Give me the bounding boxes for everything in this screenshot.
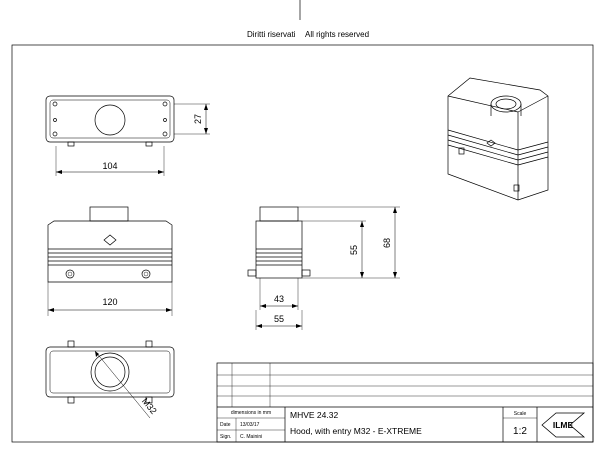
units-note: dimensions in mm: [231, 410, 271, 416]
entry-view: [45, 340, 175, 419]
sign-value: C. Mainini: [240, 434, 262, 440]
dim-top-height: 27: [193, 114, 203, 124]
scale-label: Scale: [514, 411, 527, 417]
sign-label: Sign.: [220, 434, 231, 440]
dim-side-height-inner: 55: [349, 245, 359, 255]
dim-entry-label: M32: [140, 396, 159, 416]
logo-text: ILME: [553, 420, 574, 430]
rights-reserved-italian: Diritti riservati: [247, 30, 296, 39]
front-view: [47, 206, 173, 316]
dim-side-height-outer: 68: [382, 238, 392, 248]
date-label: Date: [220, 422, 231, 428]
part-description: Hood, with entry M32 - E-XTREME: [290, 426, 422, 436]
part-number: MHVE 24.32: [290, 410, 338, 420]
dim-side-outer-width: 55: [274, 314, 284, 324]
dim-front-width: 120: [102, 297, 117, 307]
side-view: [247, 206, 400, 330]
dim-side-inner-width: 43: [274, 294, 284, 304]
top-view: [45, 95, 210, 176]
scale-value: 1:2: [513, 426, 527, 437]
title-block: [216, 362, 594, 443]
isometric-view: [447, 77, 549, 201]
ilme-logo: [541, 412, 586, 438]
date-value: 13/03/17: [240, 422, 260, 428]
dim-top-width: 104: [102, 161, 117, 171]
rights-reserved-english: All rights reserved: [305, 30, 370, 39]
